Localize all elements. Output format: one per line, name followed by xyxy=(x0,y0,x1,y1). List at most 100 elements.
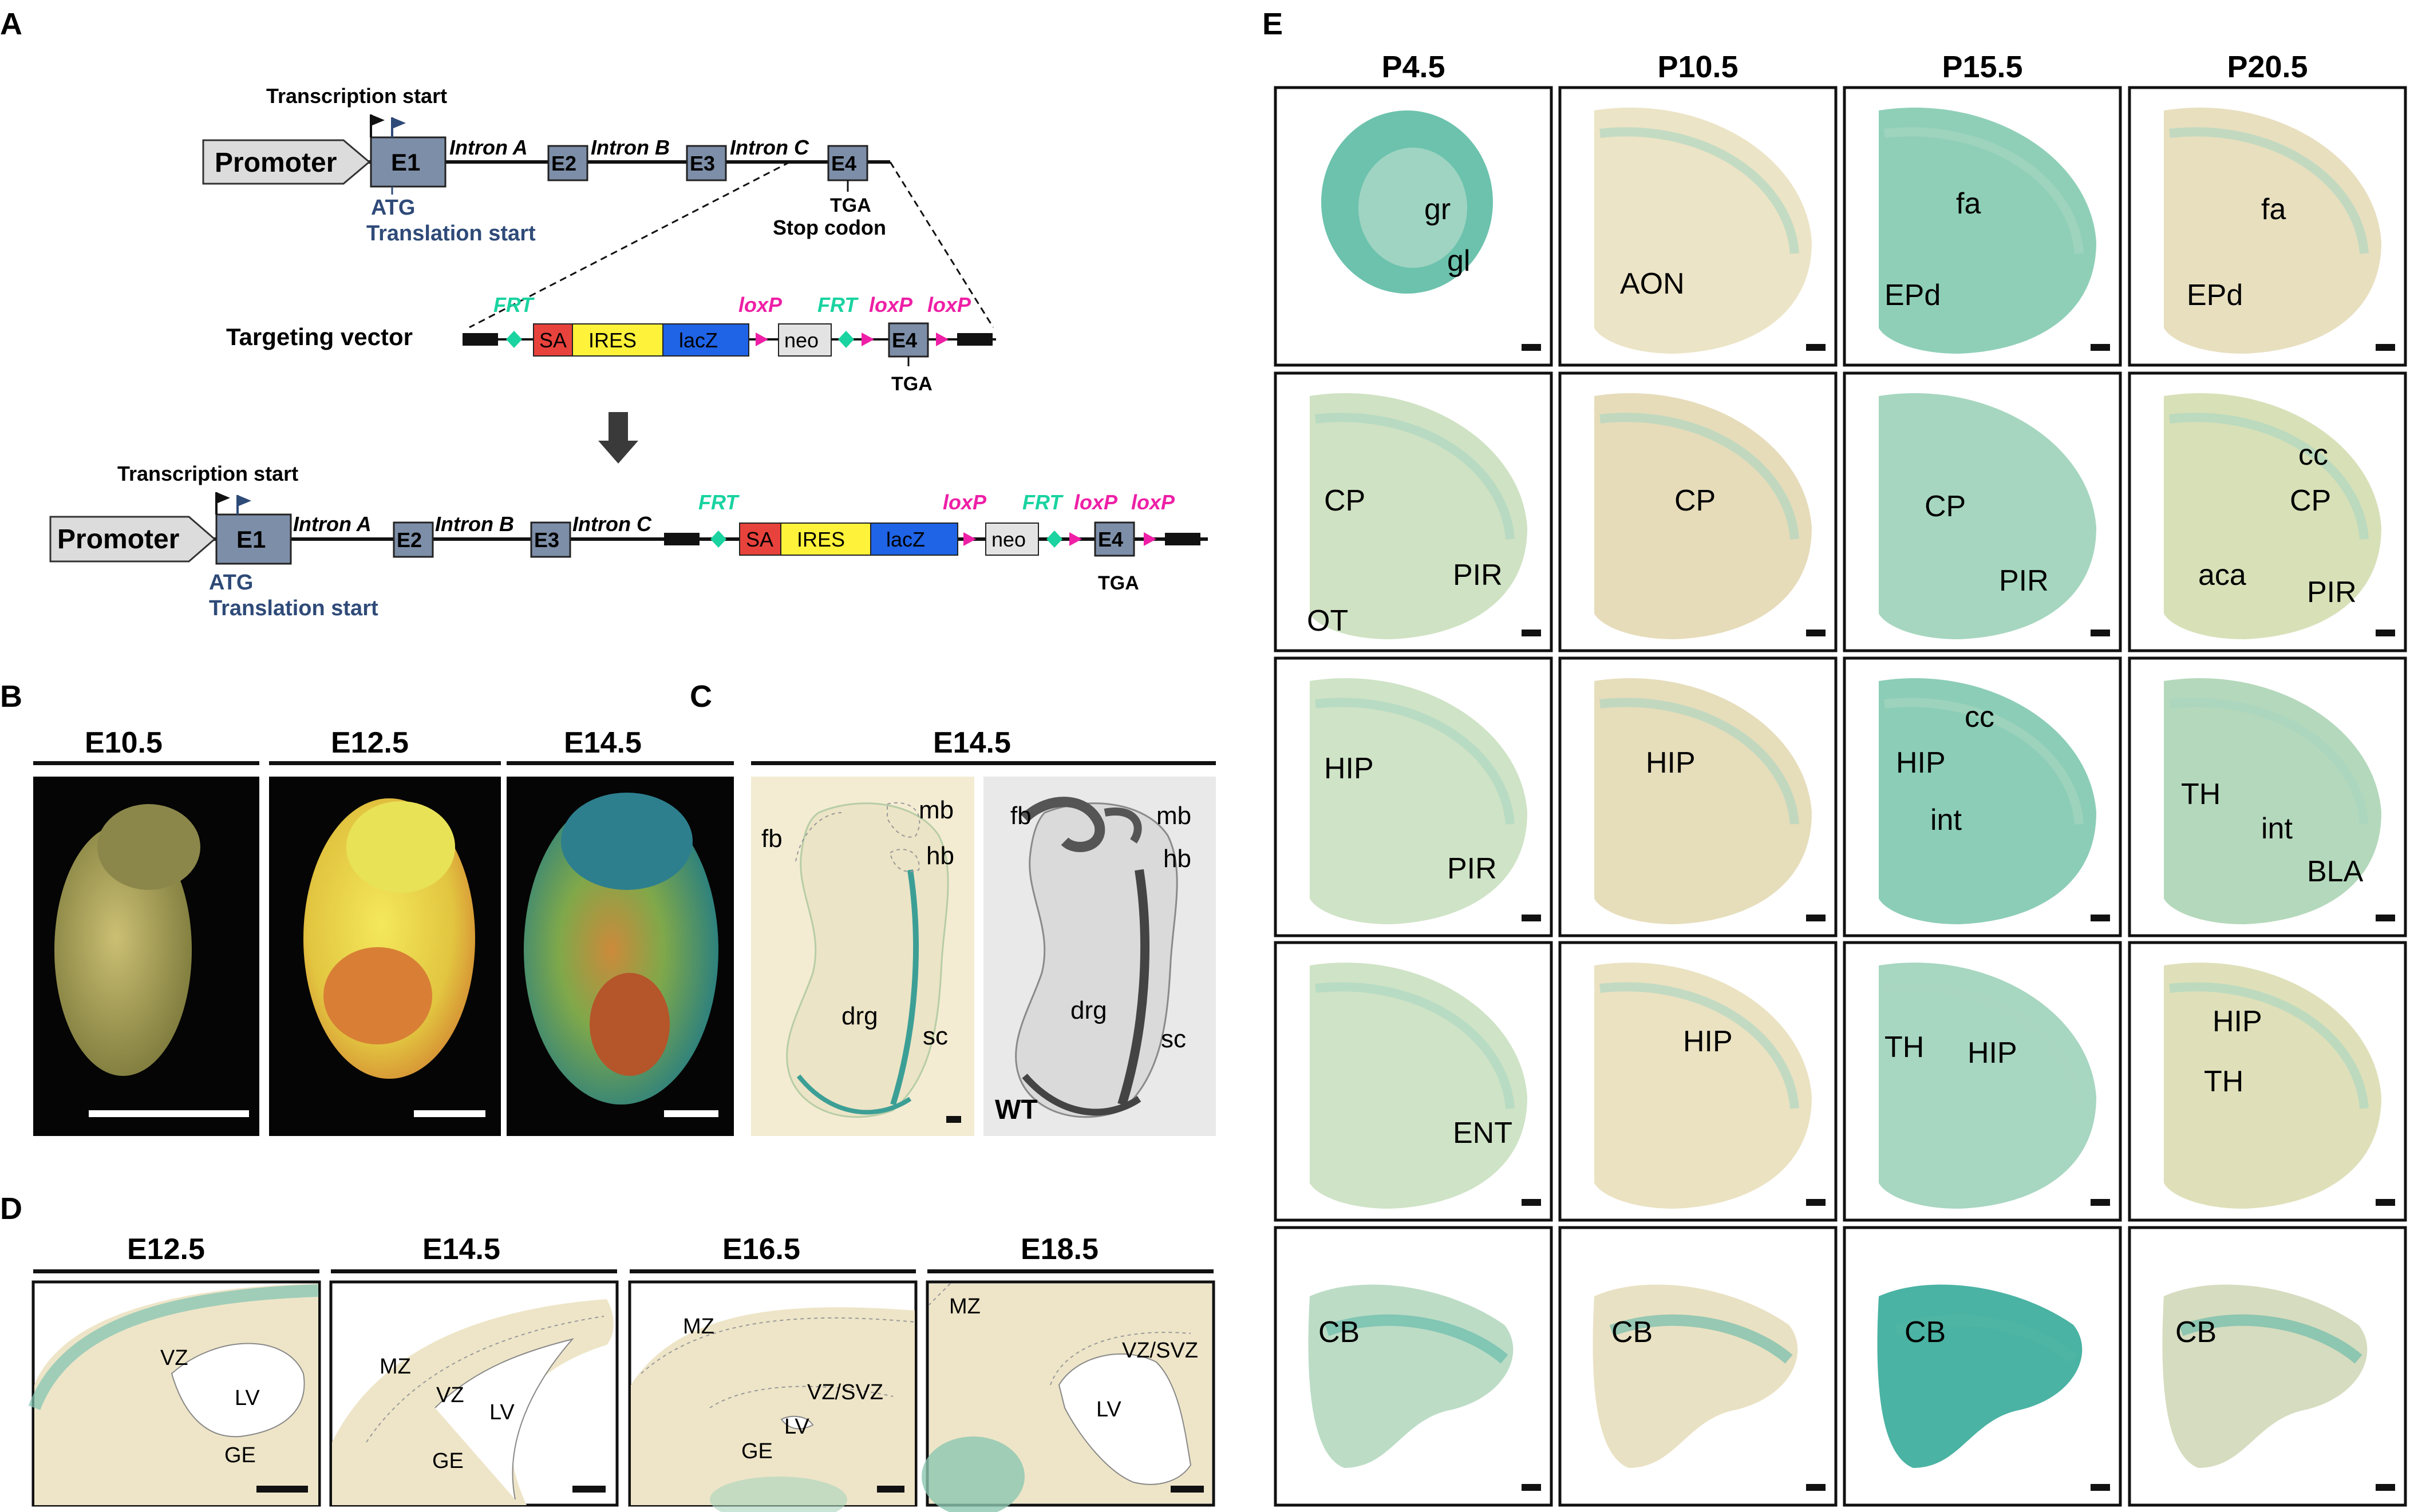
scale-bar-b3 xyxy=(664,1110,718,1117)
exon-e3 xyxy=(686,145,727,181)
panel-b-headers: E10.5 E12.5 E14.5 xyxy=(33,726,734,765)
targeted-intron-a: Intron A xyxy=(293,512,372,536)
label-lv-d2: LV xyxy=(489,1400,515,1424)
label-drg-wt: drg xyxy=(1070,996,1107,1024)
label-lv-d4: LV xyxy=(1096,1398,1121,1422)
recombination-arrow xyxy=(598,412,638,464)
scale-bar-e xyxy=(2091,915,2110,921)
exon-e3-label: E3 xyxy=(690,152,715,175)
region-label-hip: HIP xyxy=(1324,752,1374,785)
transcription-start-label-2: Transcription start xyxy=(117,462,298,485)
section-lacz-e14: fb mb hb drg sc xyxy=(751,777,974,1136)
scale-bar-b1 xyxy=(89,1110,249,1117)
exon-e1 xyxy=(370,136,447,188)
stop-codon-label: Stop codon xyxy=(773,216,886,239)
region-label-cb: CB xyxy=(1905,1316,1946,1349)
region-label-fa: fa xyxy=(2261,193,2286,226)
atg-label-2: ATG xyxy=(209,571,253,595)
exon-e2-label: E2 xyxy=(551,152,576,175)
targeted-intron-c: Intron C xyxy=(572,512,652,536)
promoter-label-targeted: Promoter xyxy=(57,524,179,555)
targeted-ires-label: IRES xyxy=(797,528,845,551)
age-header-1: P10.5 xyxy=(1657,50,1738,84)
loxp-label-1: loxP xyxy=(738,293,783,316)
label-mb-lacz: mb xyxy=(919,796,954,824)
panel-letter-e: E xyxy=(1262,7,1283,41)
gene-map-targeted: Promoter E1 E2 E3 Intron A Intron B Intr… xyxy=(49,462,1208,620)
label-fb-wt: fb xyxy=(1010,802,1032,830)
scale-bar-e xyxy=(2376,915,2395,921)
frt-label-1: FRT xyxy=(493,293,535,316)
region-label-pir: PIR xyxy=(1447,852,1497,885)
loxp-label-3: loxP xyxy=(927,293,971,316)
loxp-label-2: loxP xyxy=(869,293,913,316)
loxp-site-2 xyxy=(862,333,874,346)
intron-b-label: Intron B xyxy=(591,136,670,159)
age-header-3: P20.5 xyxy=(2227,50,2308,84)
transcription-start-label: Transcription start xyxy=(266,84,447,108)
region-label-hip: HIP xyxy=(1683,1025,1733,1058)
scale-bar-e xyxy=(1806,1199,1826,1206)
brain-section-tile: TH HIP xyxy=(1843,941,2122,1222)
scale-bar-d4 xyxy=(1171,1486,1204,1493)
targeted-lacz-label: lacZ xyxy=(886,528,925,551)
stage-label-d3: E16.5 xyxy=(722,1233,800,1266)
targeted-intron-b: Intron B xyxy=(435,512,514,536)
label-mb-wt: mb xyxy=(1156,802,1191,830)
label-vzsvz-d3: VZ/SVZ xyxy=(807,1380,883,1404)
section-wt-e14: fb mb hb drg sc WT xyxy=(983,777,1216,1136)
label-lv-d3: LV xyxy=(784,1415,809,1439)
region-label-pir: PIR xyxy=(2307,576,2357,609)
targeted-exon-e1 xyxy=(215,513,292,565)
region-label-cp: CP xyxy=(1925,490,1966,523)
scale-bar-e xyxy=(2091,1484,2110,1491)
exon-e4 xyxy=(827,145,868,181)
transcription-start-flags-2 xyxy=(215,492,251,514)
label-vzsvz-d4: VZ/SVZ xyxy=(1122,1339,1198,1363)
stage-label-d4: E18.5 xyxy=(1021,1233,1099,1266)
panel-d-headers: E12.5 E14.5 E16.5 E18.5 xyxy=(33,1233,1214,1273)
targeted-neo xyxy=(985,523,1039,556)
region-label-bla: BLA xyxy=(2307,855,2364,888)
targeted-sa-label: SA xyxy=(746,528,773,551)
exon-e1-label: E1 xyxy=(391,149,420,176)
scale-bar-e xyxy=(1522,1199,1541,1206)
region-label-fa: fa xyxy=(1956,187,1981,220)
gene-map-wt: Promoter E1 E2 E3 E4 Intron A Intron B I… xyxy=(202,84,890,246)
targeting-vector: Targeting vector SA IRES lacZ neo E4 TGA… xyxy=(226,293,996,395)
frt-site-1 xyxy=(506,331,522,348)
cassette-ires-label: IRES xyxy=(588,328,637,352)
stage-label-b3: E14.5 xyxy=(564,726,642,759)
targeted-loxp-label-1: loxP xyxy=(943,490,987,514)
region-label-aca: aca xyxy=(2198,559,2246,592)
vector-exon-e4 xyxy=(888,322,929,358)
age-header-0: P4.5 xyxy=(1381,50,1445,84)
targeted-exon-e1-label: E1 xyxy=(236,526,266,553)
frt-site-2 xyxy=(838,331,854,348)
embryo-photo-e14 xyxy=(507,777,734,1136)
homology-arm-left xyxy=(463,333,498,346)
region-label-th: TH xyxy=(1884,1031,1924,1064)
region-label-cp: CP xyxy=(2290,484,2331,517)
region-label-epd: EPd xyxy=(2187,279,2243,312)
label-mz-d4: MZ xyxy=(949,1295,981,1319)
region-label-cc: cc xyxy=(2298,438,2328,472)
label-ge-d2: GE xyxy=(432,1449,464,1473)
cassette-lacz xyxy=(662,323,749,357)
region-label-hip: HIP xyxy=(1967,1036,2017,1070)
region-label-cb: CB xyxy=(1611,1316,1653,1349)
scale-bar-e xyxy=(1806,344,1826,351)
brain-section-tile: CB xyxy=(1274,1226,1553,1507)
panel-letter-c: C xyxy=(690,679,712,714)
targeted-loxp-label-2: loxP xyxy=(1074,490,1118,514)
scale-bar-e xyxy=(1522,1484,1541,1491)
label-vz-d2: VZ xyxy=(436,1383,464,1407)
scale-bar-d2 xyxy=(572,1486,606,1493)
label-mz-d3: MZ xyxy=(683,1315,714,1339)
label-vz-d1: VZ xyxy=(160,1346,188,1370)
region-label-pir: PIR xyxy=(1453,559,1503,592)
